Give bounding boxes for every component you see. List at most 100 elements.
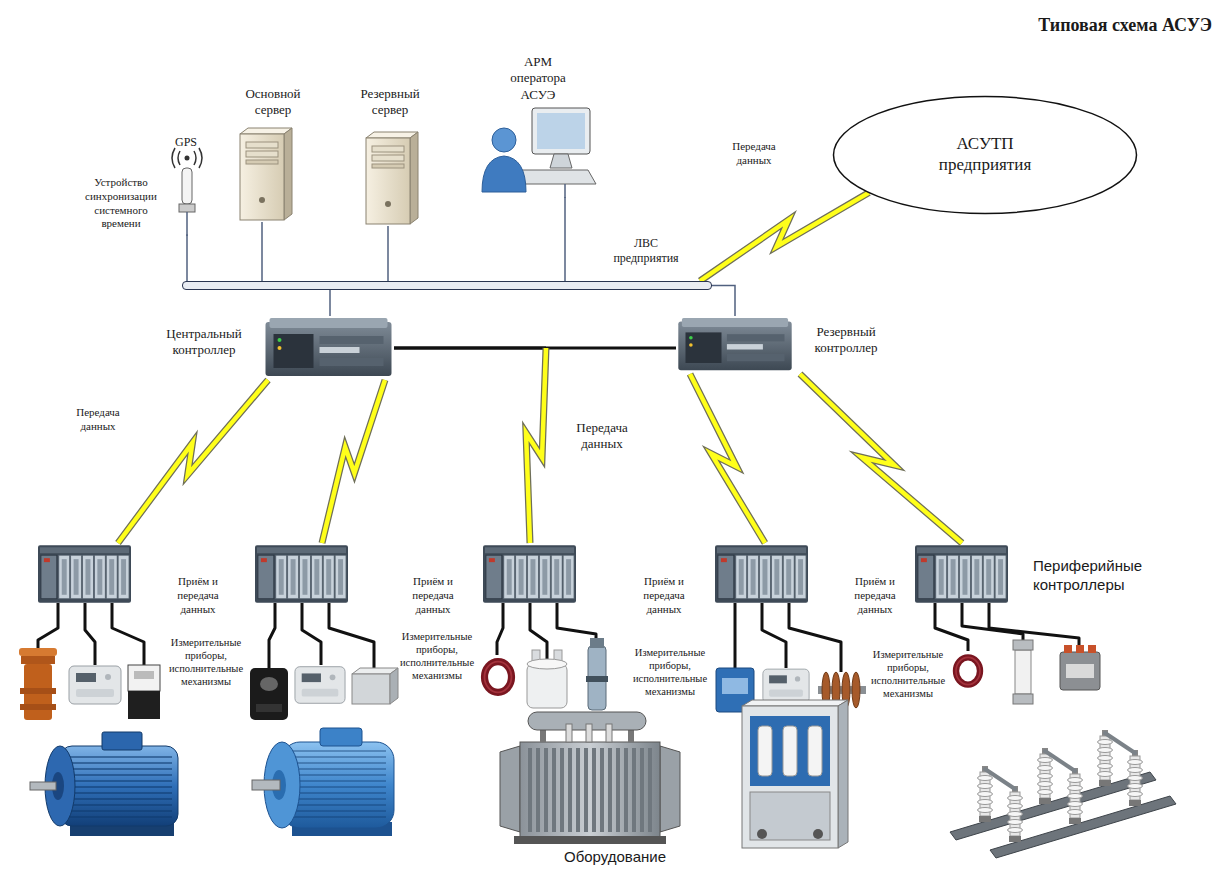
data-link-bolt [394, 348, 546, 543]
network-line [262, 222, 263, 281]
text-slot: Передача данных [566, 420, 638, 453]
contactor [128, 665, 160, 691]
actuator-cylinder [586, 638, 608, 710]
control-wire [557, 603, 596, 638]
actuator-cylinder [590, 638, 604, 648]
device-group-label: Измерительные приборы, исполнительные ме… [630, 646, 710, 699]
text-slot: Приём и передача данных [401, 575, 465, 617]
disconnector [985, 769, 1015, 789]
text-slot: Центральный контроллер [148, 326, 260, 359]
operator-workstation-icon [532, 108, 590, 154]
operator-workstation-icon [482, 108, 596, 198]
text-slot: Приём и передача данных [843, 575, 907, 617]
disconnector [1045, 751, 1075, 771]
control-wire [762, 603, 786, 668]
bolt-outline [690, 374, 765, 543]
gps-antenna [182, 168, 192, 204]
control-wire [269, 603, 275, 668]
switching-device [1060, 652, 1100, 690]
network-line [329, 290, 331, 316]
switchgear-cabinet [813, 829, 823, 839]
switchgear-cabinet [742, 706, 838, 848]
bolt-fill [800, 374, 962, 543]
operator-workstation: АРМ оператора АСУЭ [478, 54, 596, 197]
energy-meter [295, 667, 345, 704]
ellipse-outline [834, 97, 1137, 214]
switchgear-cabinet [808, 726, 822, 776]
control-wire [734, 603, 737, 668]
toroidal-transformer [956, 657, 980, 684]
power-transformer [514, 836, 666, 844]
device-group-label: Измерительные приборы, исполнительные ме… [868, 648, 948, 701]
network-line [261, 222, 263, 281]
operator-workstation-icon [564, 184, 566, 198]
contactor [134, 671, 154, 679]
current-transformer [19, 648, 57, 720]
network-line [186, 234, 188, 281]
node-label: Приём и передача данных [166, 575, 230, 616]
text-slot: АСУТП предприятия [920, 133, 1050, 176]
voltage-transformer [527, 659, 567, 669]
switching-device [1064, 645, 1072, 653]
operator-workstation-icon [482, 156, 526, 192]
bolt-outline [700, 193, 869, 281]
node-label: АРМ оператора АСУЭ [498, 54, 578, 103]
bolt-outline [322, 380, 385, 543]
data-link-bolt [322, 380, 385, 543]
text-slot: Измерительные приборы, исполнительные ме… [398, 630, 476, 683]
network-line [394, 347, 676, 350]
plc-rack [715, 545, 808, 602]
control-wire [989, 603, 1079, 645]
current-transformer [21, 656, 55, 664]
bolt-outline [800, 374, 962, 543]
disconnector [985, 733, 1135, 789]
sensor-box [390, 668, 398, 704]
power-transformer [526, 748, 654, 832]
text-slot: Измерительные приборы, исполнительные ме… [868, 648, 948, 701]
disconnector [1008, 786, 1023, 842]
plc-rack [915, 545, 1008, 602]
gps-antenna [172, 148, 202, 236]
lan-bus: ЛВС предприятия [182, 281, 712, 290]
text-slot: Резервный сервер [349, 86, 431, 119]
peripheral-controller: Приём и передача данных [481, 543, 698, 620]
gps-antenna [199, 148, 202, 168]
switchgear-cabinet [742, 700, 848, 706]
bolt-outline [526, 348, 546, 543]
data-link-bolt [800, 374, 962, 543]
current-transformer [20, 704, 56, 710]
central-plc [266, 318, 392, 376]
control-wire [962, 603, 1023, 640]
electric-motor [102, 732, 142, 750]
switching-device [1060, 645, 1100, 690]
gps-time-sync: GPSУстройство синхронизации системного в… [76, 132, 207, 234]
power-transformer [500, 712, 680, 844]
power-transformer [606, 724, 612, 742]
current-transformer [260, 677, 278, 691]
network-line [565, 197, 566, 281]
toroidal-transformer [485, 662, 512, 693]
node-label: Центральный контроллер [148, 326, 260, 359]
gps-antenna [194, 151, 196, 165]
electric-motor [292, 748, 386, 822]
bus-line [394, 347, 546, 350]
peripheral-controller: Приём и передача данных [36, 543, 233, 620]
bolt-outline [118, 380, 268, 543]
gps-antenna [185, 156, 190, 161]
diagram-title: Типовая схема АСУЭ [1038, 14, 1212, 37]
text-slot: Периферийные контроллеры [1033, 557, 1179, 595]
gps-antenna [178, 151, 180, 165]
power-transformer [500, 746, 520, 832]
disconnector [1068, 768, 1083, 824]
control-wire [112, 603, 144, 665]
bolt-fill [690, 374, 765, 543]
network-line [564, 197, 566, 281]
contactor [128, 691, 160, 719]
switchgear-cabinet [838, 700, 848, 848]
node-label: Резервный контроллер [796, 324, 896, 357]
power-transformer [520, 742, 660, 838]
electric-motor [30, 782, 56, 790]
switchgear-cabinet [757, 829, 767, 839]
plc-rack [38, 545, 131, 602]
